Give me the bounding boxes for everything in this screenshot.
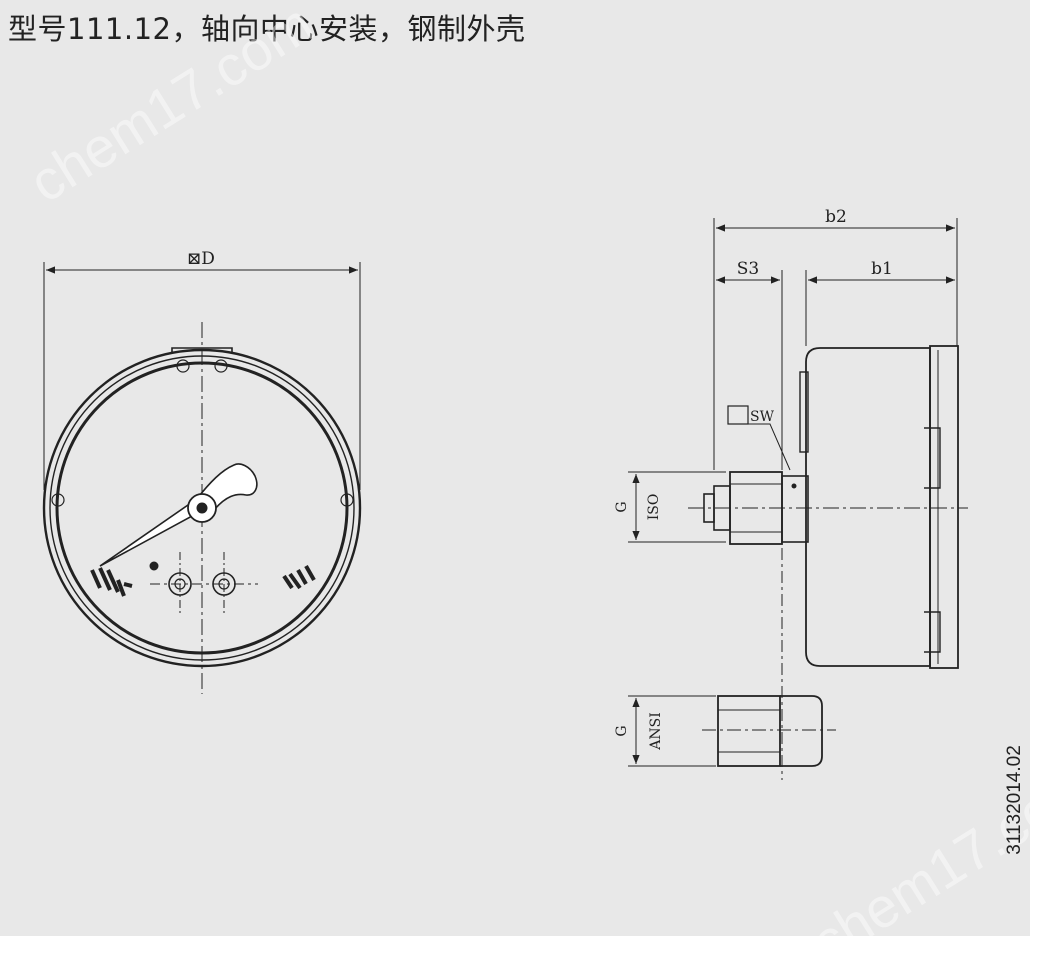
top-lug	[171, 347, 233, 354]
iso-thread-std-group: ISO	[646, 494, 662, 521]
dial-hole-right	[212, 572, 236, 596]
pointer-pin	[196, 502, 208, 514]
scale-marks-left	[90, 567, 133, 597]
bezel-clip-bottom	[924, 611, 941, 653]
socket-dot	[791, 483, 797, 489]
rim-screw-right	[340, 493, 354, 507]
scale-marks-right	[282, 565, 316, 590]
label-ansi-g: G	[614, 725, 630, 736]
side-view	[628, 218, 968, 780]
label-s3: S3	[737, 259, 759, 279]
ansi-socket-body	[780, 695, 823, 767]
rim-screw-left	[51, 493, 65, 507]
wrench-leader-line	[748, 423, 791, 471]
ansi-socket	[717, 695, 781, 767]
rim-screw-top-right	[214, 359, 228, 373]
label-ansi: ANSI	[648, 712, 664, 750]
label-iso-g: G	[614, 501, 630, 512]
page-title: 型号111.12，轴向中心安装，钢制外壳	[8, 12, 526, 46]
dial-hole-right-inner	[218, 578, 230, 590]
label-b2: b2	[825, 207, 847, 227]
case-body	[805, 347, 931, 667]
ansi-thread-std-group: ANSI	[648, 712, 664, 750]
iso-thread-label-group: G	[614, 501, 630, 512]
technical-drawing: ⊠D	[42, 207, 968, 780]
rim-screw-top-left	[176, 359, 190, 373]
label-sw: SW	[750, 409, 775, 425]
diameter-label: ⊠D	[187, 249, 215, 269]
label-iso: ISO	[646, 494, 662, 521]
dial-hole-left	[168, 572, 192, 596]
drawing-number: 31132014.02	[1004, 745, 1025, 855]
ansi-thread-label-group: G	[614, 725, 630, 736]
bezel-ring-side	[929, 345, 959, 669]
wrench-symbol-box	[727, 405, 749, 425]
front-view	[42, 262, 362, 694]
dial-hole-left-inner	[174, 578, 186, 590]
bezel-clip-top	[924, 427, 941, 489]
drawing-sheet: 型号111.12，轴向中心安装，钢制外壳 chem17.com chem17.c…	[0, 0, 1030, 936]
label-b1: b1	[871, 259, 893, 279]
small-dial-mark	[149, 561, 159, 571]
case-rear-flange	[799, 371, 809, 453]
